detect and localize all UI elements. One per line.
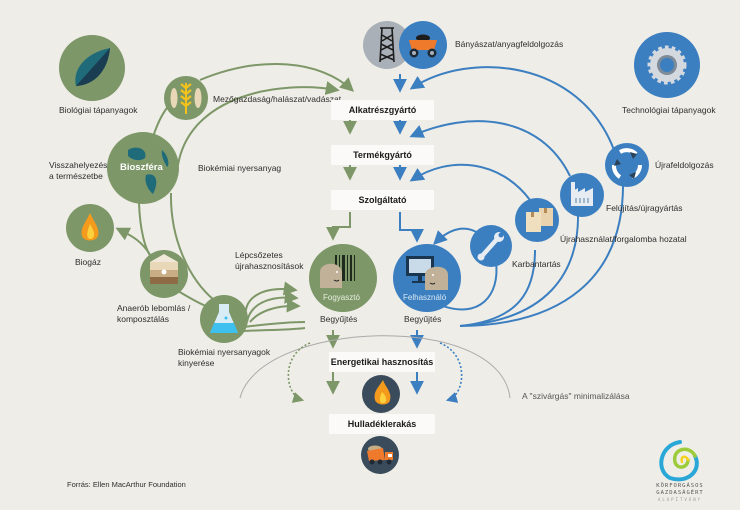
boxes-icon: [526, 208, 553, 232]
flame-icon: [374, 380, 391, 405]
factory-icon: [571, 182, 593, 206]
agri-to-parts-arrow-inner: [177, 81, 340, 166]
logo-line1: KÖRFORGÁSOS: [656, 483, 704, 489]
cascade-3: [249, 298, 301, 323]
energy-recovery-box: Energetikai hasznosítás: [329, 352, 435, 372]
biological-nutrients-node: [59, 35, 125, 101]
leakage-minimization: [239, 335, 511, 403]
user-to-maint: [439, 261, 498, 311]
user-label: Felhasználó: [403, 293, 447, 302]
biological-cycle-lines: [115, 62, 357, 395]
energy-recovery-node: [362, 375, 400, 413]
compost-to-biogas: [115, 227, 153, 259]
reuse-to-service: [409, 163, 531, 201]
cascades-label-line2: újrahasznosítások: [235, 261, 304, 271]
service-provider-box: Szolgáltató: [331, 190, 434, 210]
agriculture-node: [164, 76, 208, 120]
technical-nutrients-label: Technológiai tápanyagok: [622, 105, 716, 115]
biological-nutrients-label: Biológiai tápanyagok: [59, 105, 138, 115]
compost-to-flask: [177, 290, 207, 307]
restoration-label-line1: Visszahelyezés: [49, 160, 108, 170]
wheat-fish-icon: [170, 83, 202, 114]
flask-icon: [210, 304, 238, 333]
user-node: [393, 244, 461, 312]
consumer-node: [309, 244, 377, 312]
anaerobic-node: [140, 250, 188, 298]
monitor-person-icon: [406, 256, 448, 290]
extraction-node: [200, 295, 248, 343]
cascades-label-line1: Lépcsőzetes: [235, 250, 283, 260]
source-label: Forrás: Ellen MacArthur Foundation: [67, 480, 186, 489]
maintenance-label: Karbantartás: [512, 259, 561, 269]
bio-ring-right: [169, 192, 215, 301]
biosphere-node: [107, 132, 179, 204]
leaf-icon: [75, 48, 110, 86]
cascade-base: [243, 321, 306, 328]
parts-manufacturer-box: Alkatrészgyártó: [331, 100, 434, 120]
logo-line2: GAZDASÁGÉRT: [656, 490, 704, 496]
return-recycle: [459, 179, 625, 327]
cascade-base-2: [243, 327, 306, 332]
cascade-2: [246, 289, 299, 323]
recycle-icon: [611, 148, 642, 179]
recycling-label: Újrafeldolgozás: [655, 160, 714, 170]
wrench-icon: [477, 232, 504, 261]
recycling-node: [605, 143, 649, 187]
dump-truck-icon: [367, 445, 393, 465]
consumer-label: Fogyasztó: [323, 293, 360, 302]
technical-nutrients-node: [634, 32, 700, 98]
recycle-to-parts: [409, 66, 615, 151]
maint-to-user: [433, 227, 479, 245]
mining-truck-icon: [409, 34, 437, 58]
logo-line3: ALAPÍTVÁNY: [657, 497, 703, 502]
product-manufacturer-box: Termékgyártó: [331, 145, 434, 165]
gear-icon: [647, 45, 687, 85]
leakage-dotted-blue: [439, 342, 463, 403]
leakage-label: A "szivárgás" minimalizálása: [522, 391, 630, 401]
landfill-node: [361, 436, 399, 474]
oil-rig-icon: [379, 27, 395, 63]
biochemical-feedstock-label: Biokémiai nyersanyag: [198, 163, 282, 173]
mining-node: [363, 21, 447, 69]
restoration-label-line2: a természetbe: [49, 171, 103, 181]
blue-down-3: [399, 212, 424, 243]
globe-icon: [128, 147, 169, 194]
refurb-to-product: [409, 120, 571, 177]
reuse-node: [515, 198, 559, 242]
agriculture-label: Mezőgazdaság/halászat/vadászat: [213, 94, 342, 104]
leakage-outer-arc: [239, 335, 511, 399]
reuse-label: Újrahasználat/forgalomba hozatal: [560, 234, 687, 244]
landfill-box: Hulladéklerakás: [329, 414, 435, 434]
biogas-label: Biogáz: [75, 257, 101, 267]
extraction-label-line1: Biokémiai nyersanyagok: [178, 347, 271, 357]
mining-label: Bányászat/anyagfeldolgozás: [455, 39, 564, 49]
biosphere-label: Bioszféra: [120, 162, 163, 173]
anaerobic-label-line1: Anaerób lebomlás /: [117, 303, 191, 313]
collection-right-label: Begyűjtés: [404, 314, 442, 324]
compost-icon: [150, 254, 178, 284]
refurbish-label: Felújítás/újragyártás: [606, 203, 683, 213]
collection-left-label: Begyűjtés: [320, 314, 358, 324]
agri-to-parts-arrow-outer: [199, 62, 355, 92]
flame-icon: [81, 213, 99, 241]
foundation-logo: [659, 440, 699, 482]
anaerobic-label-line2: komposztálás: [117, 314, 169, 324]
barcode-person-icon: [320, 255, 355, 288]
biogas-node: [66, 204, 114, 252]
return-refurb: [459, 209, 580, 327]
maintenance-node: [470, 225, 512, 267]
refurbish-node: [560, 173, 604, 217]
technical-cycle-lines: [393, 66, 625, 395]
leakage-dotted-green: [287, 342, 311, 403]
green-down-3: [326, 212, 351, 241]
extraction-label-line2: kinyerése: [178, 358, 215, 368]
